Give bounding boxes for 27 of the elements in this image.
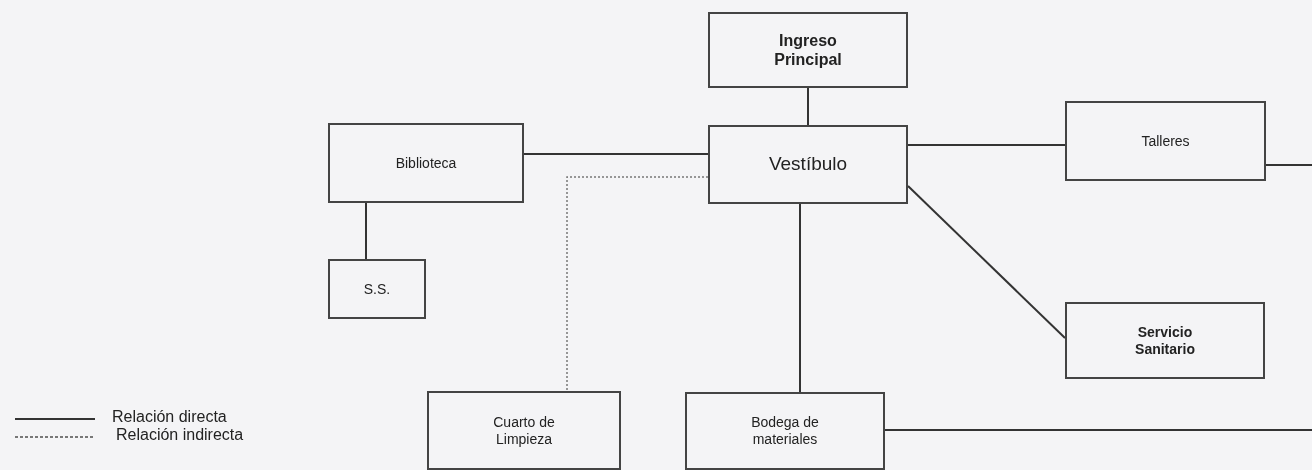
room-label: S.S. [363,280,391,298]
room-box [328,123,524,203]
connector-line [907,144,1066,146]
room-box [708,125,908,204]
connector-line [523,153,709,155]
room-box [1065,101,1266,181]
room-box [427,391,621,470]
connector-line [365,202,367,260]
room-label: Vestíbulo [768,153,848,176]
connector-line [799,203,801,393]
connector-line [807,87,809,126]
connector-line [907,185,1066,339]
legend-text: Relación indirecta [116,426,244,444]
room-label: Bodega de materiales [750,414,820,448]
room-label: Servicio Sanitario [1134,323,1196,358]
connector-line [884,429,1312,431]
dotted-connector [566,176,709,392]
room-label: Talleres [1141,132,1190,150]
legend-text: Relación directa [112,408,227,426]
room-label: Ingreso Principal [773,30,843,70]
room-box [708,12,908,88]
room-box [1065,302,1265,379]
connector-line [1265,164,1312,166]
room-box [685,392,885,470]
room-box [328,259,426,319]
room-label: Cuarto de Limpieza [492,413,556,448]
room-label: Biblioteca [395,154,457,172]
